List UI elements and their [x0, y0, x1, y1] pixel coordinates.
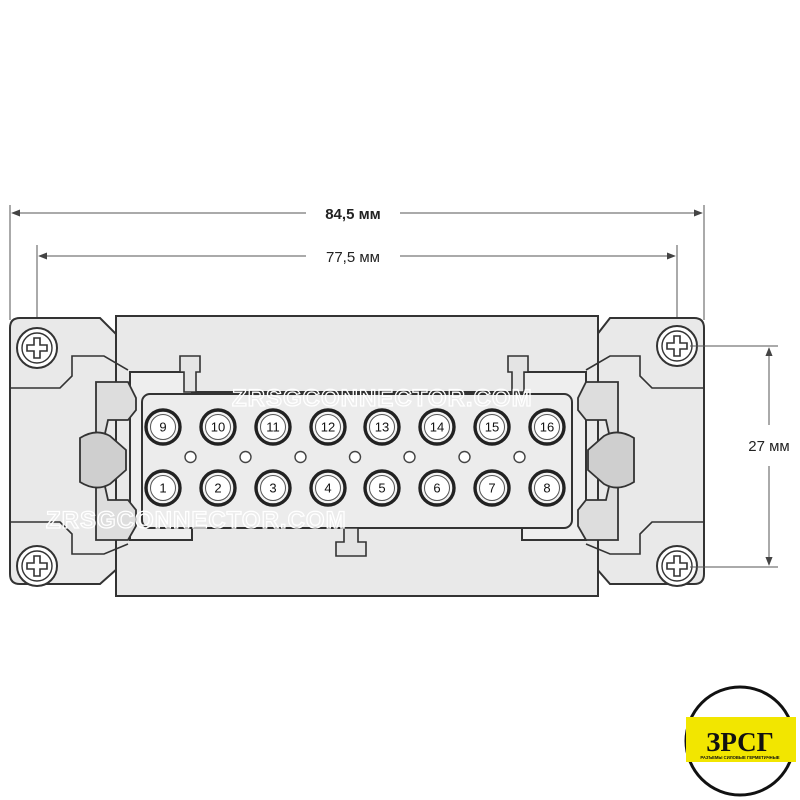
coding-hole: [458, 450, 471, 464]
contact-pin: 6: [418, 469, 456, 507]
contact-pin: 8: [528, 469, 566, 507]
watermark-3: ZRSGCONNECTOR.COM: [46, 507, 347, 534]
contact-pin: 16: [528, 408, 566, 446]
contact-pin: 10: [199, 408, 237, 446]
contact-pin: 14: [418, 408, 456, 446]
coding-hole: [513, 450, 526, 464]
contact-pin: 12: [309, 408, 347, 446]
contact-pin: 2: [199, 469, 237, 507]
coding-hole: [403, 450, 416, 464]
coding-hole: [348, 450, 362, 464]
contact-pin: 4: [309, 469, 347, 507]
contact-pin: 13: [363, 408, 401, 446]
company-logo: ЗРСГ РАЗЪЕМЫ СИЛОВЫЕ ГЕРМЕТИЧНЫЕ: [684, 685, 796, 797]
pin-number: 12: [321, 420, 335, 435]
pin-number: 16: [540, 420, 554, 435]
logo-main-text: ЗРСГ: [706, 727, 774, 757]
watermarks: ZRSGCONNECTOR.COM ZRSGCONNECTOR.COM ZRSG…: [45, 270, 699, 534]
pin-number: 6: [433, 481, 440, 496]
dimension-height-label: 27 мм: [748, 438, 789, 455]
pin-number: 2: [214, 481, 221, 496]
coding-hole: [294, 450, 307, 464]
contact-pin: 3: [254, 469, 292, 507]
logo-subtitle: РАЗЪЕМЫ СИЛОВЫЕ ГЕРМЕТИЧНЫЕ: [700, 755, 779, 760]
pin-number: 13: [375, 420, 389, 435]
logo-badge: [686, 717, 796, 762]
watermark-2: ZRSGCONNECTOR.COM: [232, 385, 533, 412]
coding-hole: [239, 450, 252, 464]
contact-pin: 1: [144, 469, 182, 507]
pin-number: 5: [378, 481, 385, 496]
screw-icon: [16, 327, 58, 369]
contact-pin: 11: [254, 408, 292, 446]
pin-number: 14: [430, 420, 444, 435]
pin-number: 1: [159, 481, 166, 496]
screw-icon: [16, 545, 58, 587]
dimension-height: 27 мм: [690, 345, 790, 568]
pin-number: 7: [488, 481, 495, 496]
pin-number: 4: [324, 481, 331, 496]
contact-pin: 15: [473, 408, 511, 446]
pin-number: 11: [266, 420, 280, 435]
dimension-pin-span: 77,5 мм: [36, 245, 678, 330]
contact-pin: 7: [473, 469, 511, 507]
screw-icon: [656, 545, 698, 587]
pin-number: 15: [485, 420, 499, 435]
dimension-overall-width: 84,5 мм: [9, 205, 705, 320]
watermark-1: ZRSGCONNECTOR.COM: [398, 271, 699, 298]
pin-number: 3: [269, 481, 276, 496]
pin-number: 10: [211, 420, 225, 435]
contact-pin: 5: [363, 469, 401, 507]
screw-icon: [656, 325, 698, 367]
mounting-screws: [16, 325, 698, 587]
pin-number: 8: [543, 481, 550, 496]
contact-pin: 9: [144, 408, 182, 446]
dimension-pin-span-label: 77,5 мм: [326, 249, 380, 266]
dimension-overall-width-label: 84,5 мм: [325, 206, 381, 223]
coding-hole: [184, 450, 197, 464]
pin-number: 9: [159, 420, 166, 435]
